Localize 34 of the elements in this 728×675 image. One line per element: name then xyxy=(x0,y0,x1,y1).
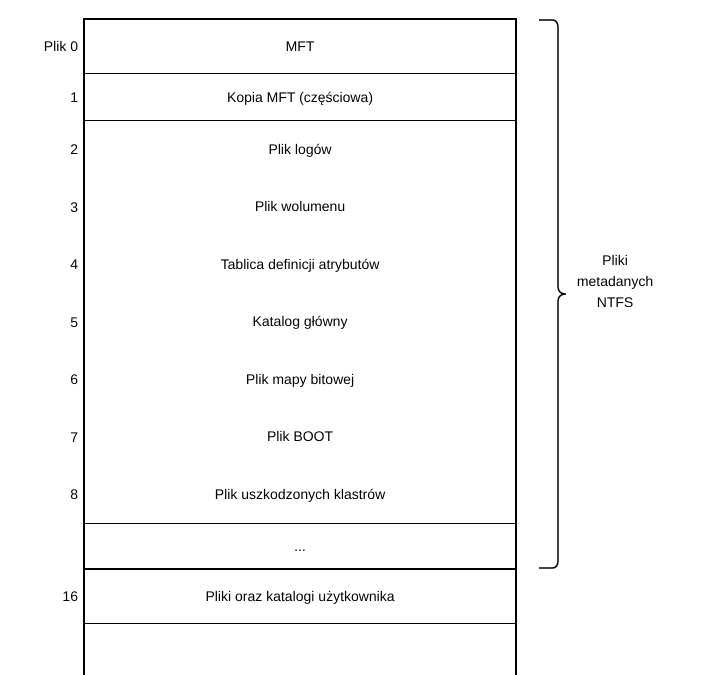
file-number: 8 xyxy=(70,487,78,501)
row-label: Tablica definicji atrybutów xyxy=(220,254,380,274)
file-number: 2 xyxy=(70,142,78,156)
file-number: 6 xyxy=(70,372,78,386)
table-row xyxy=(83,73,517,120)
table-row xyxy=(83,120,517,178)
file-number: Plik 0 xyxy=(44,38,78,52)
row-label: Kopia MFT (częściowa) xyxy=(226,88,373,107)
file-number: 7 xyxy=(70,430,78,444)
table-row xyxy=(83,293,517,350)
row-label: Plik BOOT xyxy=(266,427,334,446)
table-row xyxy=(83,408,517,465)
empty-row xyxy=(83,623,517,675)
table-row xyxy=(83,235,517,293)
brace-label: Pliki metadanych NTFS xyxy=(576,251,654,312)
row-label: ... xyxy=(294,536,306,556)
file-number: 5 xyxy=(70,314,78,328)
file-number: 16 xyxy=(62,588,78,602)
row-label: Pliki oraz katalogi użytkownika xyxy=(205,587,395,606)
table-row xyxy=(83,523,517,568)
row-label: MFT xyxy=(286,37,314,56)
row-label: Plik logów xyxy=(268,140,332,159)
row-label: Plik wolumenu xyxy=(254,197,346,216)
file-number: 4 xyxy=(70,257,78,271)
table-row xyxy=(83,465,517,523)
table-row xyxy=(83,568,517,623)
row-label: Plik uszkodzonych klastrów xyxy=(214,484,386,504)
row-label: Katalog główny xyxy=(252,312,348,331)
file-number: 3 xyxy=(70,200,78,214)
file-number: 1 xyxy=(70,90,78,104)
table-row xyxy=(83,350,517,408)
table-row xyxy=(83,18,517,73)
row-label: Plik mapy bitowej xyxy=(246,370,354,389)
table-row xyxy=(83,178,517,235)
